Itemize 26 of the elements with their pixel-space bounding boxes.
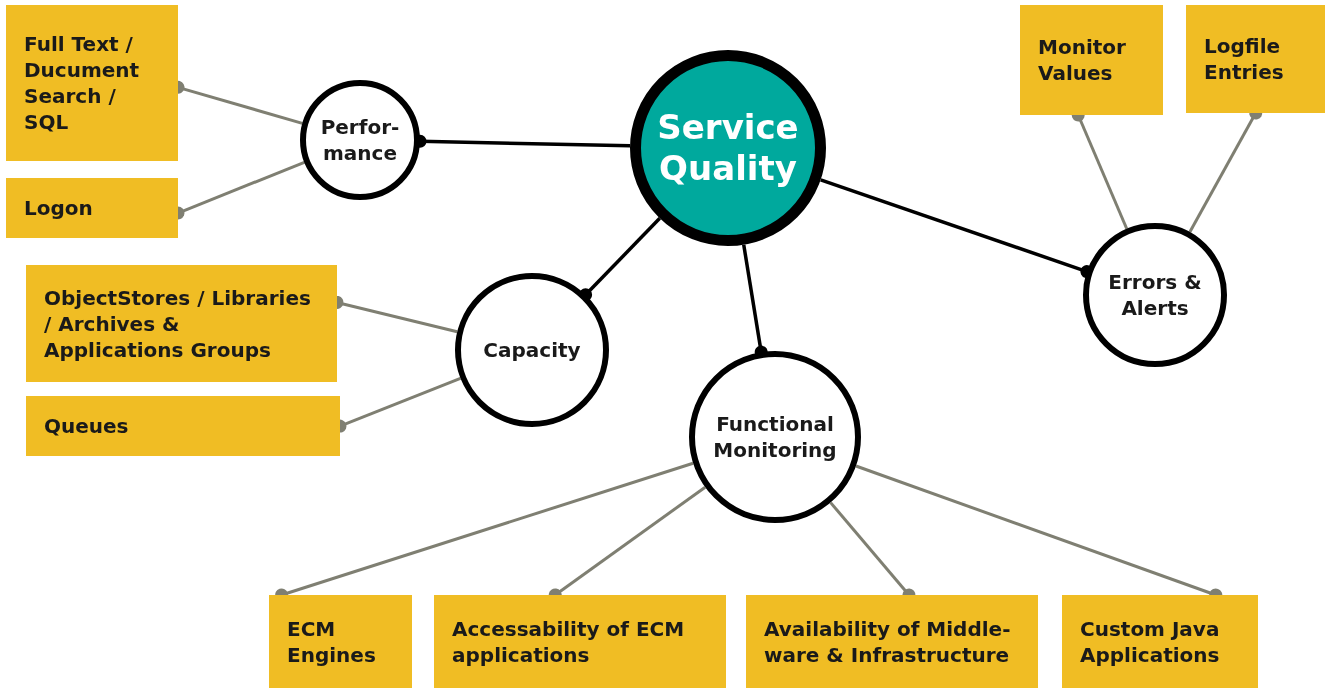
- node-label: Accessability of ECM applications: [452, 615, 686, 668]
- node-label: Errors & Alerts: [1107, 269, 1203, 321]
- category-box: [26, 396, 340, 456]
- category-box: [746, 595, 1038, 688]
- node-label: Availability of Middle- ware & Infrastructure: [764, 615, 1012, 668]
- category-box: [6, 178, 178, 238]
- node-label: Service Quality: [656, 107, 800, 189]
- category-box: [6, 5, 178, 161]
- node-label: Capacity: [483, 337, 581, 363]
- category-box: [434, 595, 726, 688]
- node-label: Monitor Values: [1038, 34, 1127, 86]
- node-label: ECM Engines: [287, 615, 377, 668]
- node-label: Queues: [44, 413, 129, 439]
- node-label: Perfor- mance: [319, 114, 401, 166]
- category-box: [26, 265, 337, 382]
- category-box: [1020, 5, 1163, 115]
- node-label: Full Text / Ducument Search / SQL: [24, 31, 141, 135]
- category-box: [269, 595, 412, 688]
- category-box: [1186, 5, 1325, 113]
- category-box: [1062, 595, 1258, 688]
- node-label: Logfile Entries: [1204, 33, 1285, 85]
- node-label: Logon: [24, 195, 93, 221]
- connector-line: [579, 217, 661, 302]
- node-label: ObjectStores / Libraries / Archives & Applications Groups: [44, 284, 312, 363]
- node-label: Functional Monitoring: [712, 411, 838, 463]
- node-label: Custom Java Applications: [1080, 615, 1221, 668]
